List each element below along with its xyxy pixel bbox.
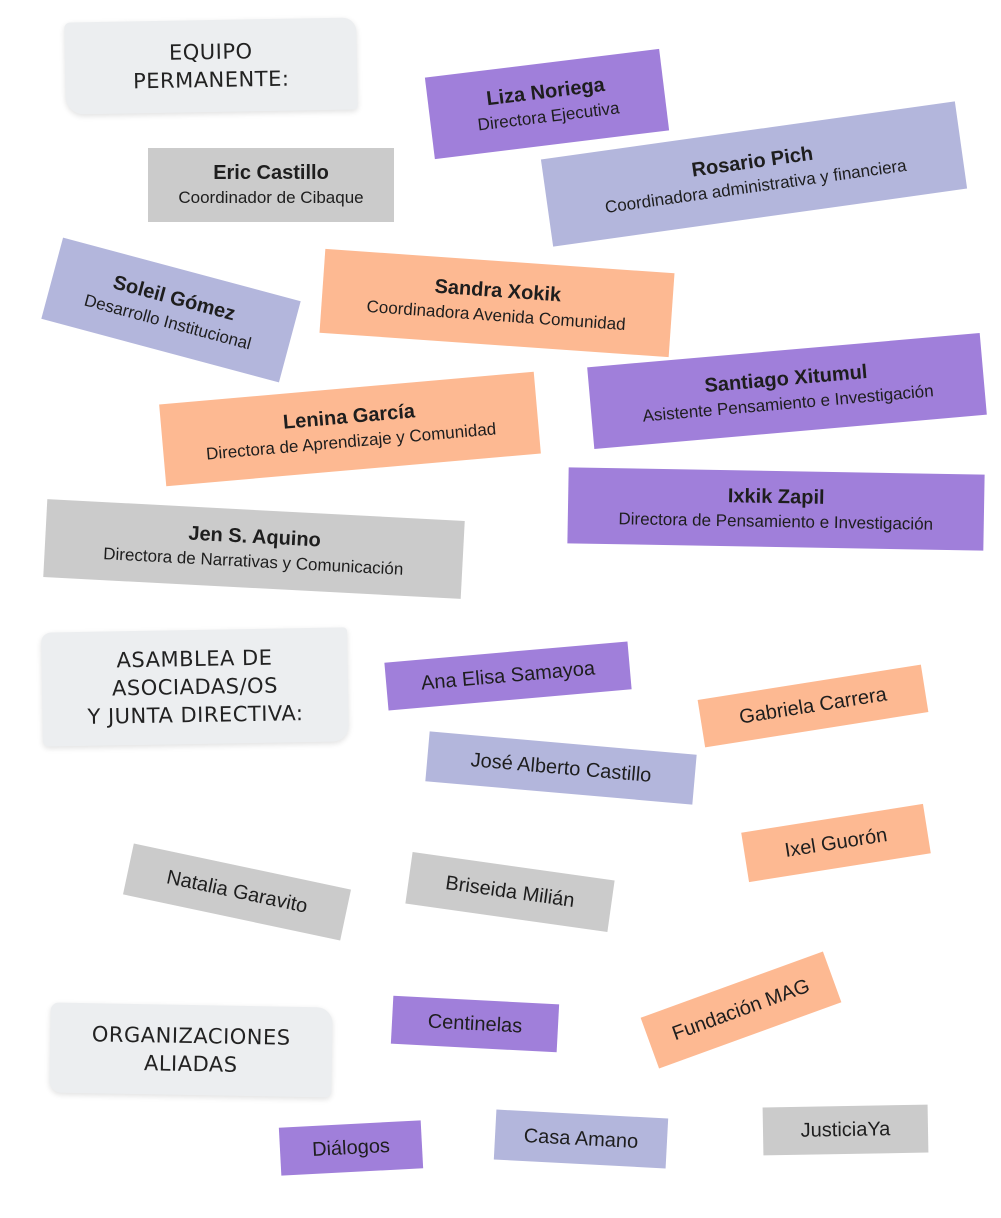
team-member-card: Lenina García Directora de Aprendizaje y… bbox=[159, 371, 541, 487]
member-name: Ana Elisa Samayoa bbox=[420, 656, 596, 695]
section-label-organizaciones-aliadas: ORGANIZACIONES ALIADAS bbox=[49, 1002, 333, 1098]
member-name: Eric Castillo bbox=[213, 162, 329, 184]
org-name: Diálogos bbox=[311, 1134, 391, 1161]
assembly-member-tag: Natalia Garavito bbox=[123, 843, 351, 941]
assembly-member-tag: Ana Elisa Samayoa bbox=[384, 641, 632, 711]
team-member-card: Liza Noriega Directora Ejecutiva bbox=[424, 48, 670, 160]
team-member-card: Ixkik Zapil Directora de Pensamiento e I… bbox=[567, 467, 985, 551]
assembly-member-tag: Ixel Guorón bbox=[741, 803, 931, 883]
member-name: Ixel Guorón bbox=[783, 823, 889, 862]
team-member-card: Eric Castillo Coordinador de Cibaque bbox=[148, 148, 394, 222]
ally-org-tag: JusticiaYa bbox=[762, 1104, 929, 1156]
team-member-card: Sandra Xokik Coordinadora Avenida Comuni… bbox=[319, 248, 675, 358]
ally-org-tag: Fundación MAG bbox=[640, 951, 842, 1069]
ally-org-tag: Diálogos bbox=[278, 1120, 424, 1176]
member-name: Ixkik Zapil bbox=[727, 485, 825, 509]
assembly-member-tag: Briseida Milián bbox=[405, 852, 615, 932]
team-member-card: Soleil Gómez Desarrollo Institucional bbox=[41, 237, 301, 383]
member-role: Directora de Pensamiento e Investigación bbox=[618, 509, 934, 534]
org-name: Fundación MAG bbox=[669, 974, 813, 1045]
assembly-member-tag: Gabriela Carrera bbox=[697, 664, 929, 748]
member-name: Briseida Milián bbox=[444, 871, 576, 912]
team-member-card: Jen S. Aquino Directora de Narrativas y … bbox=[43, 499, 465, 599]
member-role: Coordinador de Cibaque bbox=[178, 188, 364, 207]
org-name: Casa Amano bbox=[523, 1124, 639, 1153]
assembly-member-tag: José Alberto Castillo bbox=[425, 731, 697, 805]
org-name: Centinelas bbox=[427, 1010, 523, 1037]
member-name: José Alberto Castillo bbox=[469, 748, 653, 787]
section-label-equipo-permanente: EQUIPO PERMANENTE: bbox=[64, 17, 358, 115]
section-label-asamblea: ASAMBLEA DE ASOCIADAS/OS Y JUNTA DIRECTI… bbox=[41, 627, 349, 747]
ally-org-tag: Centinelas bbox=[390, 995, 560, 1053]
member-name: Gabriela Carrera bbox=[737, 682, 889, 729]
member-name: Natalia Garavito bbox=[164, 865, 310, 918]
ally-org-tag: Casa Amano bbox=[493, 1109, 669, 1169]
org-name: JusticiaYa bbox=[800, 1117, 891, 1142]
